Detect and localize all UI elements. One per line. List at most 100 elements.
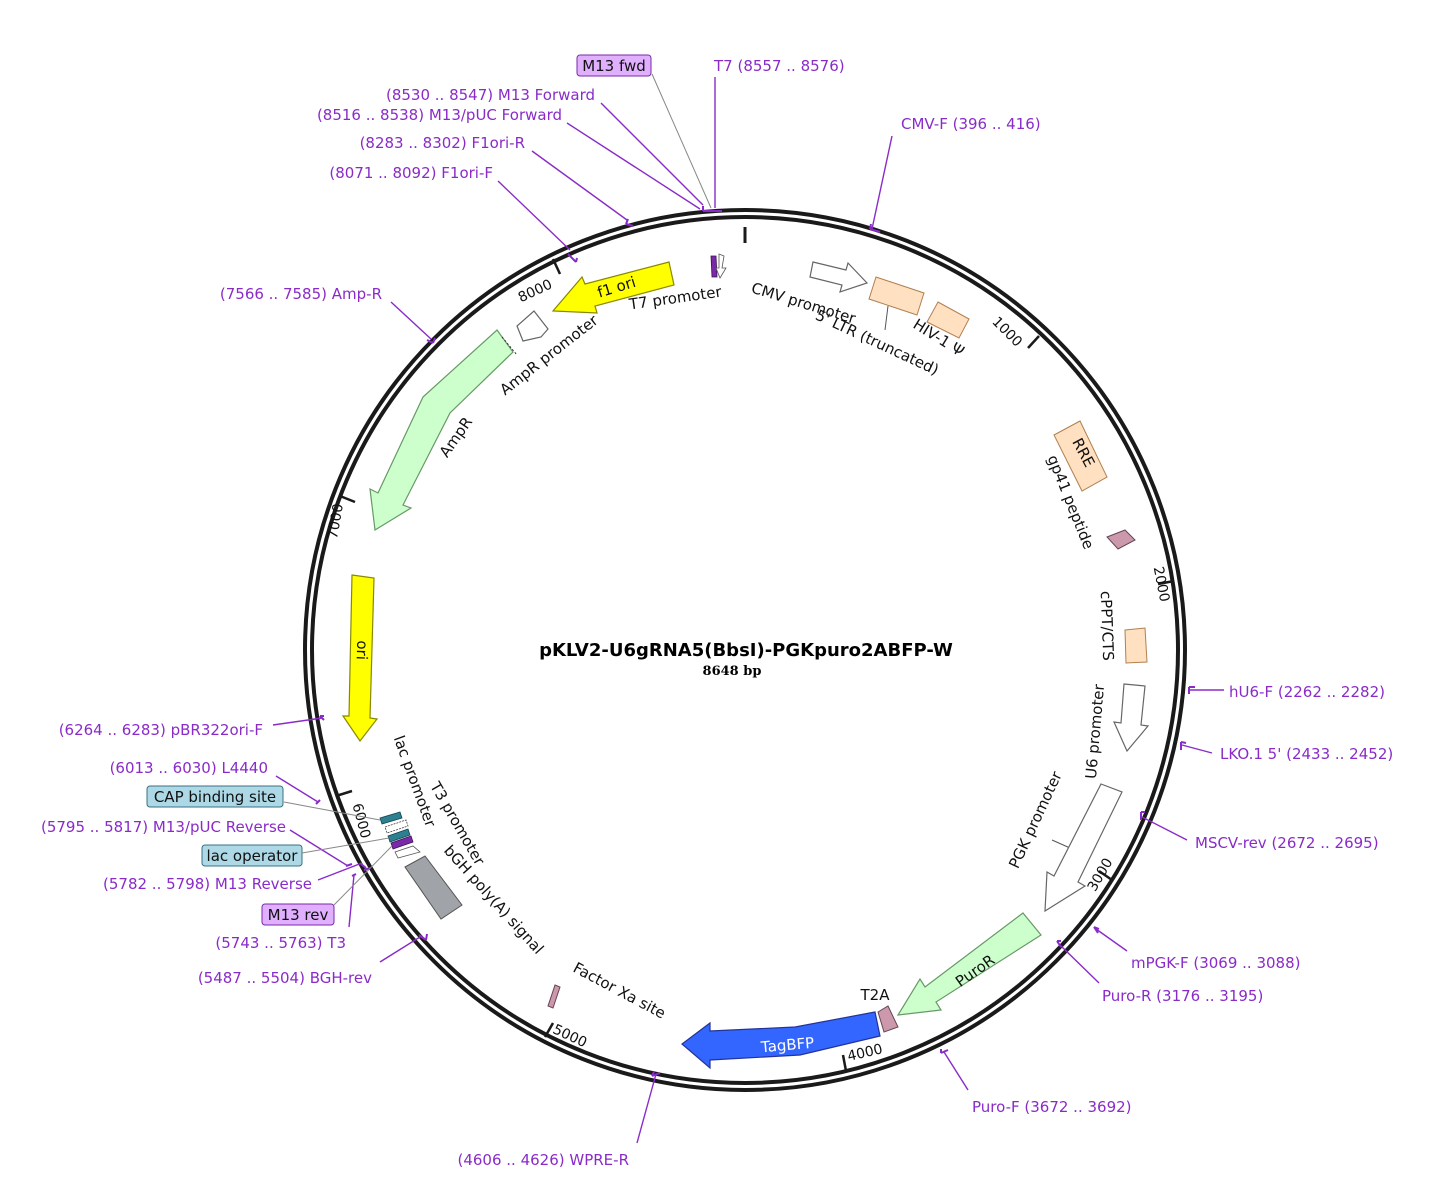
tick-3000 [1098,869,1113,882]
t7-promoter-mark[interactable] [710,255,718,278]
ampr-promoter-label: AmpR promoter [496,311,602,399]
hiv-psi-box[interactable] [926,301,970,339]
m13-rev-box-label: M13 rev [268,906,329,924]
primer-m13rev-label[interactable]: (5782 .. 5798) M13 Reverse [103,875,312,893]
primer-purof-label[interactable]: Puro-F (3672 .. 3692) [972,1098,1132,1116]
f1-ori-arrow[interactable] [551,261,675,314]
primer-pbr-leader [272,717,323,726]
factor-xa-marker[interactable] [547,984,561,1009]
primer-t3-label[interactable]: (5743 .. 5763) T3 [215,934,346,952]
primer-l4440-leader [275,775,319,803]
primer-ampr-leader [390,301,432,340]
lac-operator-mark [387,828,411,843]
puror-arrow[interactable] [896,912,1042,1016]
primer-purof-leader [943,1051,969,1091]
tick-label-4000: 4000 [846,1041,884,1065]
bgh-polya-box[interactable] [404,855,463,920]
tick-5000 [543,1022,555,1038]
tick-label-1000: 1000 [989,314,1026,351]
primer-cmvf-leader [871,135,893,230]
m13-fwd-box-label: M13 fwd [582,57,646,75]
t2a-label: T2A [860,986,891,1004]
tick-6000 [335,789,353,798]
primer-mscv-label[interactable]: MSCV-rev (2672 .. 2695) [1195,834,1379,852]
t3-promoter-mark [394,845,421,859]
backbone-outer [303,208,1187,1092]
primer-l4440-label[interactable]: (6013 .. 6030) L4440 [110,759,268,777]
primer-m13puc-leader [566,122,701,210]
m13-fwd-box[interactable]: M13 fwd [576,54,652,77]
m13-rev-leader [333,845,393,906]
ampr-arrow[interactable] [369,329,514,531]
cap-binding-box[interactable]: CAP binding site [146,785,284,808]
primer-mpgk-leader [1095,928,1128,952]
primer-m13fwd-label[interactable]: (8530 .. 8547) M13 Forward [386,86,595,104]
primer-wpre-leader [636,1073,657,1144]
tick-1000 [1027,335,1040,349]
primer-puror-label[interactable]: Puro-R (3176 .. 3195) [1102,987,1263,1005]
tick-marks [335,258,1175,1072]
lac-operator-leader [301,837,390,854]
gp41-marker[interactable] [1106,529,1136,550]
tick-label-2000: 2000 [1150,565,1173,603]
pgk-label: PGK promoter [1005,768,1066,871]
primer-m13rev-leader [317,862,363,881]
cppt-label: cPPT/CTS [1097,591,1117,661]
ltr-leader [884,305,889,331]
lac-cluster[interactable] [379,811,421,859]
m13-rev-mark [390,835,414,850]
primer-lko-label[interactable]: LKO.1 5' (2433 .. 2452) [1220,745,1393,763]
cap-binding-box-label: CAP binding site [154,788,276,806]
tick-2000 [1157,579,1175,586]
u6-promoter-arrow[interactable] [1113,683,1150,753]
ltr-box[interactable] [868,276,925,316]
tick-4000 [841,1054,848,1072]
tagbfp-label: TagBFP [759,1034,815,1057]
lac-operator-box[interactable]: lac operator [201,844,303,867]
primer-m13pucrev-leader [289,829,349,867]
tick-7000 [339,494,356,504]
primer-cmvf-label[interactable]: CMV-F (396 .. 416) [901,115,1041,133]
primer-f1orir-leader [531,150,628,221]
lac-operator-box-label: lac operator [207,847,299,865]
primer-pbr-label[interactable]: (6264 .. 6283) pBR322ori-F [59,721,263,739]
backbone-inner [310,215,1180,1085]
primer-m13puc-label[interactable]: (8516 .. 8538) M13/pUC Forward [317,106,562,124]
primer-marks [272,77,1224,1144]
primer-mpgk-label[interactable]: mPGK-F (3069 .. 3088) [1131,954,1300,972]
pgk-leader [1051,839,1071,849]
tick-8000 [551,258,562,275]
primer-lko-leader [1181,744,1213,754]
factor-xa-label: Factor Xa site [570,959,669,1023]
t2a-marker[interactable] [877,1005,899,1033]
cap-leader [283,801,381,821]
cppt-box[interactable] [1124,627,1148,664]
cap-site-mark [379,811,403,825]
primer-t3-leader [348,874,355,928]
pgk-promoter-arrow[interactable] [1044,783,1123,913]
primer-wpre-label[interactable]: (4606 .. 4626) WPRE-R [457,1151,629,1169]
primer-t7-label[interactable]: T7 (8557 .. 8576) [713,57,845,75]
primer-bgh-label[interactable]: (5487 .. 5504) BGH-rev [198,969,372,987]
lac-promoter-mark [384,819,409,834]
primer-tick-glyphs [315,206,1195,1077]
ampr-promoter-arrow[interactable] [516,310,549,342]
cmv-promoter-arrow[interactable] [809,261,869,293]
m13-rev-box[interactable]: M13 rev [261,903,335,926]
ori-arrow[interactable] [341,574,379,743]
plasmid-title: pKLV2-U6gRNA5(BbsI)-PGKpuro2ABFP-W [539,640,953,661]
primer-f1orir-label[interactable]: (8283 .. 8302) F1ori-R [360,134,525,152]
t7-promoter-arrow [715,253,727,279]
primer-m13fwd-leader [600,102,704,206]
primer-f1orif-leader [497,180,571,251]
primer-puror-leader [1059,944,1100,984]
m13-fwd-leader [651,73,712,209]
primer-f1orif-label[interactable]: (8071 .. 8092) F1ori-F [329,164,493,182]
primer-hu6-label[interactable]: hU6-F (2262 .. 2282) [1229,683,1385,701]
primer-ampr-label[interactable]: (7566 .. 7585) Amp-R [220,285,382,303]
primer-m13pucrev-label[interactable]: (5795 .. 5817) M13/pUC Reverse [41,818,286,836]
tagbfp-arrow[interactable] [681,1011,881,1070]
tick-label-3000: 3000 [1085,856,1117,895]
rre-box[interactable] [1053,420,1108,492]
